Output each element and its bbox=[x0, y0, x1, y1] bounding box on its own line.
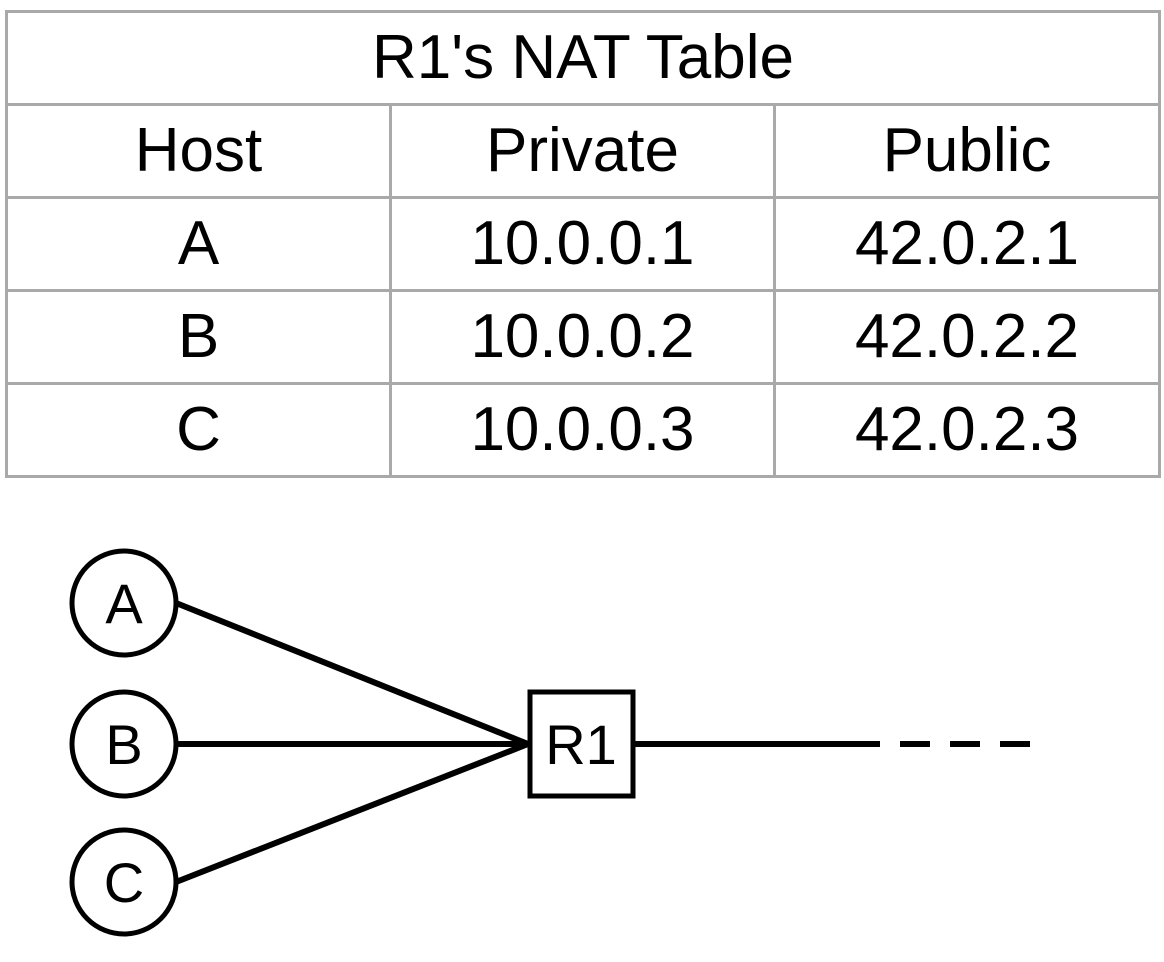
table-row: C 10.0.0.3 42.0.2.3 bbox=[5, 382, 1161, 478]
router-node: R1 bbox=[527, 689, 636, 799]
host-label-a: A bbox=[105, 572, 143, 635]
public-ip-cell: 42.0.2.2 bbox=[773, 289, 1161, 385]
host-node-b: B bbox=[69, 689, 179, 799]
private-ip-cell: 10.0.0.2 bbox=[389, 289, 776, 385]
host-node-c: C bbox=[69, 827, 179, 937]
table-row: B 10.0.0.2 42.0.2.2 bbox=[5, 289, 1161, 385]
host-cell: B bbox=[5, 289, 392, 385]
table-title: R1's NAT Table bbox=[5, 10, 1161, 106]
column-header-private: Private bbox=[389, 103, 776, 199]
table-title-row: R1's NAT Table bbox=[5, 10, 1161, 106]
network-diagram: A B C R1 bbox=[69, 548, 1030, 937]
private-ip-cell: 10.0.0.1 bbox=[389, 196, 776, 292]
link-a-r1 bbox=[174, 600, 530, 747]
table-header-row: Host Private Public bbox=[5, 103, 1161, 199]
host-label-b: B bbox=[105, 713, 142, 776]
public-ip-cell: 42.0.2.1 bbox=[773, 196, 1161, 292]
host-node-a: A bbox=[69, 548, 179, 658]
host-label-c: C bbox=[104, 851, 144, 914]
column-header-host: Host bbox=[5, 103, 392, 199]
column-header-public: Public bbox=[773, 103, 1161, 199]
host-cell: A bbox=[5, 196, 392, 292]
router-label: R1 bbox=[545, 713, 617, 776]
link-c-r1 bbox=[174, 741, 530, 885]
private-ip-cell: 10.0.0.3 bbox=[389, 382, 776, 478]
public-ip-cell: 42.0.2.3 bbox=[773, 382, 1161, 478]
host-cell: C bbox=[5, 382, 392, 478]
nat-table: R1's NAT Table Host Private Public A 10.… bbox=[5, 10, 1161, 478]
table-row: A 10.0.0.1 42.0.2.1 bbox=[5, 196, 1161, 292]
